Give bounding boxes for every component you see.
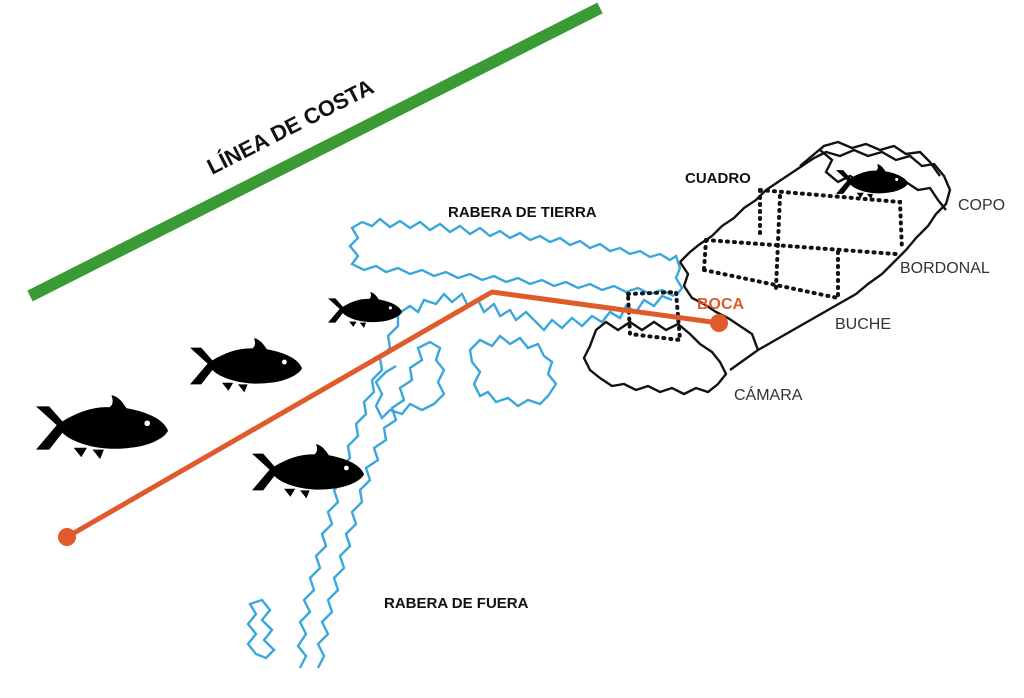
square-outline (679, 148, 952, 371)
tuna-fish-icon (36, 395, 168, 460)
start-marker-icon (58, 528, 76, 546)
mouth-label: BOCA (697, 296, 745, 313)
inshore-leader-label: RABERA DE TIERRA (448, 204, 597, 221)
square-label: CUADRO (685, 170, 751, 187)
inshore-leader-net (348, 217, 684, 298)
square-lower-edge (679, 261, 760, 351)
mouth-marker-icon (710, 314, 728, 332)
tuna-fish-icon (328, 292, 402, 328)
end-bag-outline (799, 140, 941, 177)
tuna-route-line (65, 289, 720, 540)
tuna-fish-icon (836, 164, 908, 199)
bordonal-label: BORDONAL (900, 260, 990, 277)
buche-label: BUCHE (835, 316, 891, 333)
end-bag-label: COPO (958, 197, 1005, 214)
offshore-leader-label: RABERA DE FUERA (384, 595, 529, 612)
inner-dotted-chambers (625, 188, 904, 343)
coastline (27, 2, 603, 302)
chamber-outline (582, 320, 728, 396)
chamber-label: CÁMARA (734, 385, 803, 404)
tuna-fish-icon (190, 338, 302, 393)
tuna-fish-icon (252, 444, 364, 499)
